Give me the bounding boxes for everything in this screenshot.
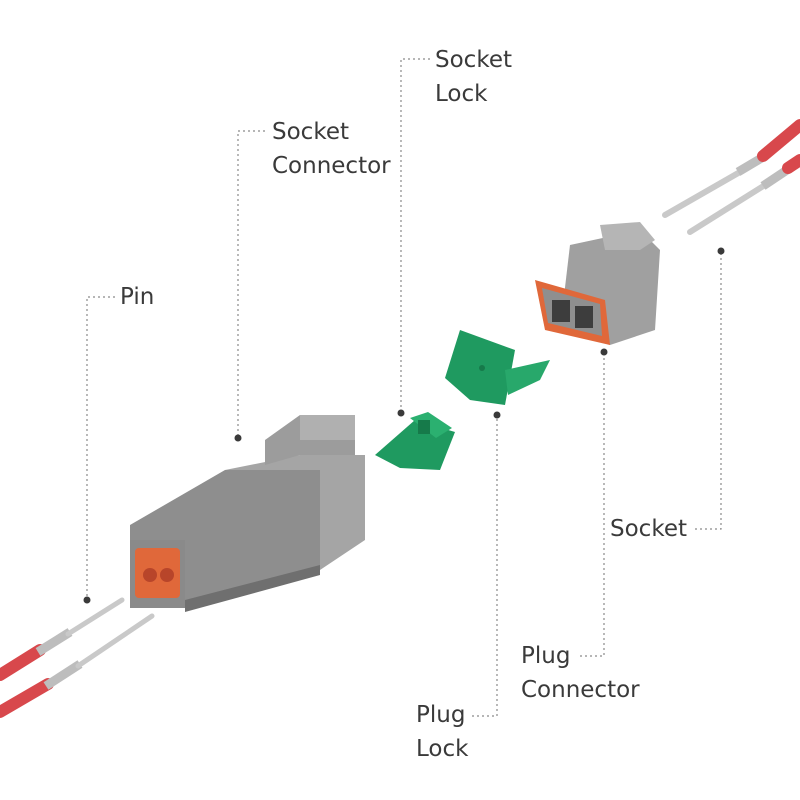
label-socket-lock: Socket Lock	[435, 43, 512, 111]
label-plug-connector-line1: Plug	[521, 643, 571, 669]
plug-lock-part	[445, 330, 550, 405]
label-plug-connector: Plug Connector	[521, 639, 640, 707]
label-plug-lock: Plug Lock	[416, 698, 468, 766]
dot-plug-connector	[600, 348, 608, 356]
pin-wire-upper	[0, 597, 125, 681]
dot-pin	[83, 596, 91, 604]
label-pin-text: Pin	[120, 284, 155, 310]
leader-plug-connector	[580, 352, 605, 657]
leader-pin	[86, 296, 115, 600]
label-plug-lock-line1: Plug	[416, 702, 466, 728]
dot-socket-lock	[397, 409, 405, 417]
dot-plug-lock	[493, 411, 501, 419]
pin-wires	[0, 597, 155, 718]
label-socket-connector-line1: Socket	[272, 119, 349, 145]
label-socket-lock-line1: Socket	[435, 47, 512, 73]
leader-socket-connector	[237, 130, 265, 438]
leader-plug-lock	[472, 415, 498, 717]
leader-dots	[83, 247, 725, 604]
label-socket: Socket	[610, 512, 687, 546]
pin-wire-lower	[0, 613, 155, 718]
dot-socket-connector	[234, 434, 242, 442]
label-socket-connector: Socket Connector	[272, 115, 391, 183]
leader-socket	[695, 251, 722, 530]
plug-connector-body	[535, 222, 660, 345]
socket-wire-lower	[687, 154, 800, 235]
leader-socket-lock	[400, 58, 430, 413]
label-socket-text: Socket	[610, 516, 687, 542]
socket-wire-upper	[662, 119, 800, 218]
label-pin: Pin	[120, 280, 154, 314]
socket-connector-body	[130, 415, 365, 612]
label-plug-lock-line2: Lock	[416, 736, 469, 762]
leader-lines	[86, 58, 722, 717]
label-plug-connector-line2: Connector	[521, 677, 640, 703]
socket-lock-part	[375, 412, 455, 470]
label-socket-lock-line2: Lock	[435, 81, 488, 107]
dot-socket	[717, 247, 725, 255]
label-socket-connector-line2: Connector	[272, 153, 391, 179]
socket-wires	[662, 119, 800, 235]
